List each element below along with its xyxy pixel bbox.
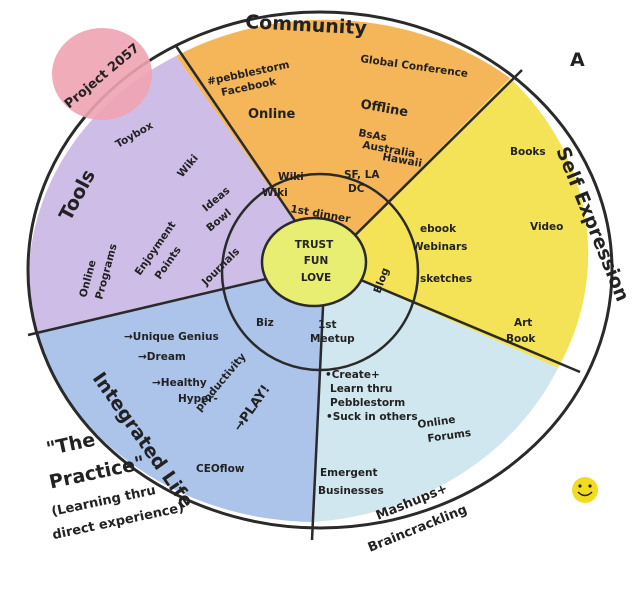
inner-wiki: Wiki [262, 187, 288, 199]
life-healthy: →Healthy [152, 377, 207, 389]
mashups-learn: Learn thru [330, 383, 392, 395]
practice-line-1: "The [44, 429, 97, 461]
mashups-suck-in: •Suck in others [326, 411, 418, 423]
outer-sectors [28, 19, 589, 522]
mashups-create: •Create+ [325, 369, 380, 381]
inner-first: 1st [318, 319, 337, 331]
life-dream: →Dream [138, 351, 186, 363]
self-books: Books [510, 146, 546, 158]
sector-mashups [313, 265, 558, 522]
smiley-icon [572, 477, 598, 503]
center-trust: TRUST [295, 239, 334, 251]
sector-community [176, 19, 510, 266]
center-fun: FUN [304, 255, 329, 267]
self-ebook: ebook [420, 223, 457, 235]
community-wiki: Wiki [278, 171, 304, 183]
community-online: Online [248, 107, 295, 122]
self-art: Art [514, 317, 532, 329]
corner-mark: A [570, 49, 585, 71]
sector-tools [28, 56, 326, 333]
inner-ring [220, 172, 420, 372]
self-sketches: sketches [420, 273, 472, 285]
inner-meetup: Meetup [310, 333, 355, 345]
life-unique-genius: →Unique Genius [124, 331, 219, 343]
center-love: LOVE [301, 272, 331, 284]
sector-self-expression [325, 78, 589, 368]
mashups-pebblestorm: Pebblestorm [330, 397, 405, 409]
inner-biz: Biz [256, 317, 274, 329]
mashups-online: Online [417, 414, 457, 431]
community-sf-la: SF, LA [344, 169, 380, 181]
community-bsas: BsAs [357, 127, 387, 144]
self-book: Book [506, 333, 536, 345]
community-dc: DC [348, 183, 365, 195]
self-webinars: Webinars [412, 241, 467, 253]
self-video: Video [530, 221, 563, 233]
center-circle [260, 216, 368, 308]
mashups-businesses: Businesses [318, 485, 384, 497]
project-badge [52, 28, 152, 120]
outer-circle [26, 10, 614, 530]
sector-integrated-life [35, 265, 325, 522]
life-ceoflow: CEOflow [196, 463, 245, 475]
mashups-emergent: Emergent [320, 467, 378, 479]
life-hyper: Hyper- [178, 393, 218, 405]
